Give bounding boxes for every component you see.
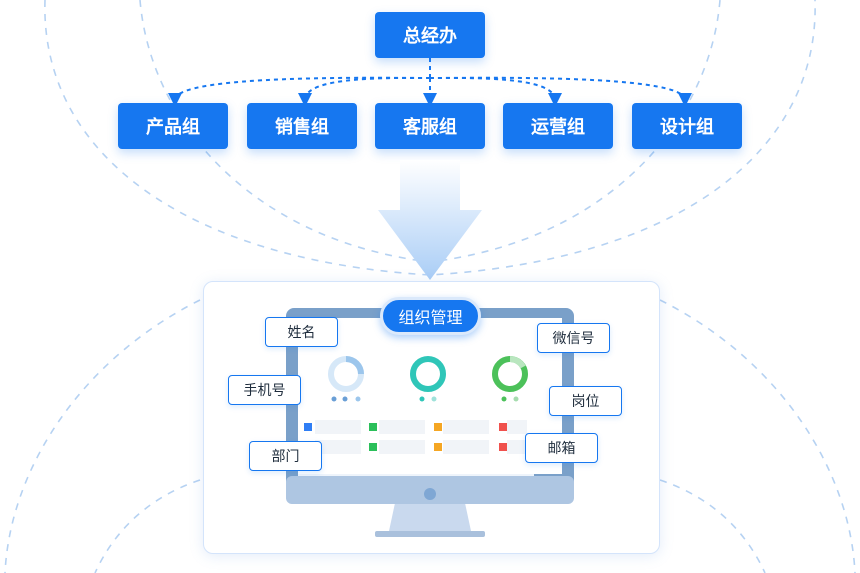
tag-department: 部门 (249, 441, 322, 471)
panel-title-badge: 组织管理 (380, 297, 481, 335)
tag-phone: 手机号 (228, 375, 301, 405)
node-child-3[interactable]: 客服组 (375, 103, 485, 149)
node-child-4[interactable]: 运营组 (503, 103, 613, 149)
node-child-1[interactable]: 产品组 (118, 103, 228, 149)
node-child-2[interactable]: 销售组 (247, 103, 357, 149)
node-top[interactable]: 总经办 (375, 12, 485, 58)
tag-email: 邮箱 (525, 433, 598, 463)
down-arrow-icon (378, 160, 482, 280)
node-child-5[interactable]: 设计组 (632, 103, 742, 149)
tag-wechat: 微信号 (537, 323, 610, 353)
tag-position: 岗位 (549, 386, 622, 416)
tag-name: 姓名 (265, 317, 338, 347)
